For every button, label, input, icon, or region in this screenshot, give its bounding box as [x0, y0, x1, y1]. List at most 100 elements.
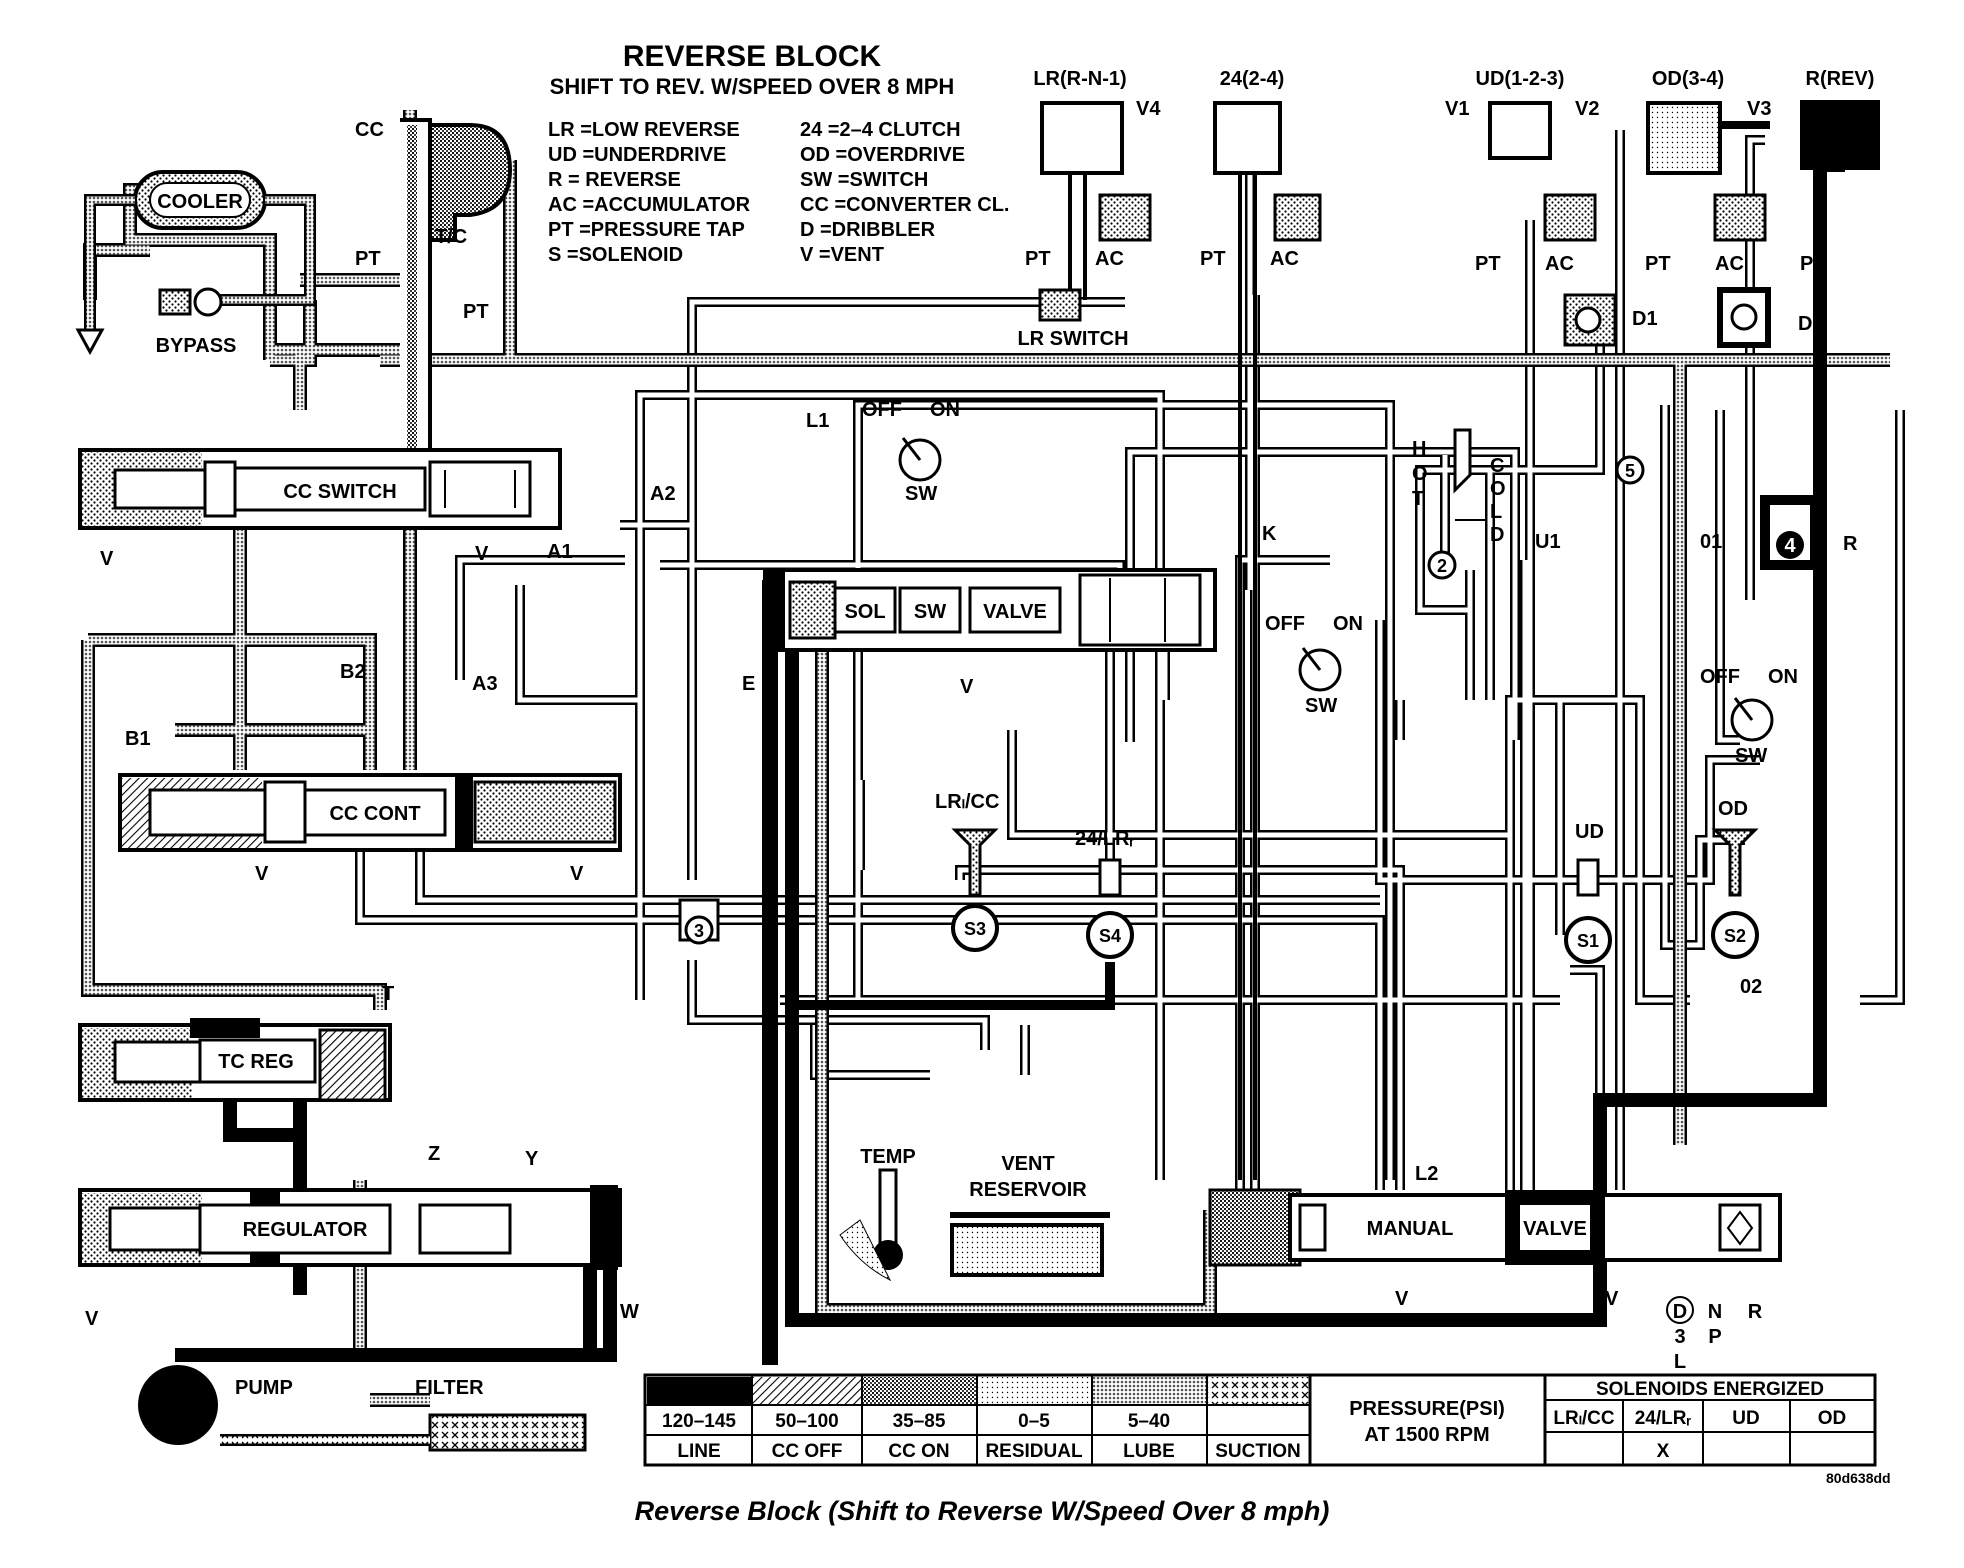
- sw3-off-label: OFF: [1700, 666, 1740, 688]
- clutch-ud-label: UD(1-2-3): [1476, 68, 1565, 90]
- sw3-on-label: ON: [1768, 666, 1798, 688]
- lr-switch-label: LR SWITCH: [1017, 328, 1128, 350]
- vent-label: V: [85, 1308, 99, 1330]
- legend-range-line: 120–145: [662, 1411, 736, 1432]
- table-header-24-lr: 24/LRᵣ: [1635, 1408, 1692, 1429]
- sw1-off-label: OFF: [862, 399, 902, 421]
- manual-label: MANUAL: [1367, 1218, 1454, 1240]
- legend-name-lube: LUBE: [1123, 1441, 1175, 1462]
- manual-valve-label: VALVE: [1523, 1218, 1587, 1240]
- clutch-rev: R(REV) PT D2 4 R: [1717, 68, 1880, 570]
- hot-o: O: [1412, 463, 1428, 485]
- legend-pressure-title-1: PRESSURE(PSI): [1349, 1398, 1505, 1420]
- clutch-lr-label: LR(R-N-1): [1033, 68, 1126, 90]
- ac-lr-label: AC: [1095, 248, 1124, 270]
- thermal-valve: H O T C O L D 2 5: [1412, 428, 1645, 580]
- clutch-od-label: OD(3-4): [1652, 68, 1724, 90]
- clutch-24: 24(2-4) PT AC K: [1200, 68, 1322, 1180]
- abbrev-s: S =SOLENOID: [548, 244, 683, 266]
- table-header-ud: UD: [1732, 1408, 1759, 1429]
- gear-p: P: [1708, 1326, 1721, 1348]
- drain-arrow-icon: [75, 328, 105, 356]
- torque-converter: CC T/C PT PT: [355, 118, 513, 482]
- tc-reg-label: TC REG: [218, 1051, 294, 1073]
- figure-caption: Reverse Block (Shift to Reverse W/Speed …: [634, 1496, 1330, 1526]
- hydraulic-schematic: REVERSE BLOCK SHIFT TO REV. W/SPEED OVER…: [75, 40, 1905, 1467]
- z-label: Z: [428, 1143, 440, 1165]
- o1-label: 01: [1700, 531, 1722, 553]
- cold-l: L: [1490, 501, 1502, 523]
- gear-l: L: [1674, 1351, 1686, 1373]
- w-label: W: [620, 1301, 639, 1323]
- solenoid-switch-valve: SOL SW VALVE E V: [742, 568, 1217, 698]
- gear-r: R: [1748, 1301, 1763, 1323]
- ac-od-label: AC: [1715, 253, 1744, 275]
- d1-label: D1: [1632, 308, 1658, 330]
- e-label: E: [742, 673, 755, 695]
- od-sol-label: OD: [1718, 798, 1748, 820]
- dribbler-d1: [1563, 293, 1617, 347]
- legend-name-residual: RESIDUAL: [985, 1441, 1083, 1462]
- tc-regulator-valve: TC REG T: [78, 983, 394, 1102]
- pump: [138, 1365, 218, 1445]
- table-title: SOLENOIDS ENERGIZED: [1596, 1379, 1824, 1400]
- abbreviations-key: LR =LOW REVERSE UD =UNDERDRIVE R = REVER…: [548, 119, 1009, 266]
- gear-d: D: [1673, 1301, 1687, 1323]
- v4-label: V4: [1136, 98, 1161, 120]
- bypass-valve: [158, 288, 192, 316]
- abbrev-24: 24 =2–4 CLUTCH: [800, 119, 961, 141]
- cold-c: C: [1490, 455, 1504, 477]
- residual-passages: [355, 125, 1905, 1235]
- table-header-od: OD: [1818, 1408, 1847, 1429]
- gear-3: 3: [1674, 1326, 1685, 1348]
- diagram-title: REVERSE BLOCK: [623, 40, 882, 73]
- filter: [428, 1413, 587, 1452]
- pump-label: PUMP: [235, 1377, 293, 1399]
- vent-label: V: [1605, 1288, 1619, 1310]
- v3-label: V3: [1747, 98, 1771, 120]
- pressure-legend: 120–145 50–100 35–85 0–5 5–40 LINE CC OF…: [643, 1373, 1547, 1467]
- legend-name-cc-off: CC OFF: [772, 1441, 843, 1462]
- sw3-label: SW: [1735, 745, 1767, 767]
- sw-valve-label: SW: [914, 601, 946, 623]
- legend-name-cc-on: CC ON: [888, 1441, 949, 1462]
- vent-label: V: [100, 548, 114, 570]
- bypass-label: BYPASS: [156, 335, 237, 357]
- solenoid-s2: [1711, 911, 1759, 959]
- legend-range-cc-on: 35–85: [893, 1411, 946, 1432]
- tc-label: T/C: [435, 226, 467, 248]
- abbrev-r: R = REVERSE: [548, 169, 681, 191]
- b2-label: B2: [340, 661, 366, 683]
- check-3-label: 3: [694, 921, 704, 941]
- clutch-ud: UD(1-2-3) V1 V2 PT AC D1 U1: [1445, 68, 1658, 553]
- diagram-subtitle: SHIFT TO REV. W/SPEED OVER 8 MPH: [550, 74, 955, 99]
- pt-tc-label: PT: [463, 301, 489, 323]
- filter-label: FILTER: [415, 1377, 484, 1399]
- check-2-label: 2: [1437, 556, 1447, 576]
- bypass-ball-icon: [193, 287, 223, 317]
- solenoid-s4: [1086, 911, 1134, 959]
- cc-control-valve: CC CONT B1 B2 A2 A3 V V: [118, 483, 676, 885]
- legend-name-line: LINE: [677, 1441, 720, 1462]
- sw2-on-label: ON: [1333, 613, 1363, 635]
- solenoids: LRₗ/CC S3 24/LRᵣ S4 UD S1 OD S2 02 3: [678, 791, 1762, 998]
- pt-od-label: PT: [1645, 253, 1671, 275]
- d2-label: D2: [1798, 313, 1824, 335]
- s3-label: S3: [964, 919, 986, 939]
- cc-label: CC: [355, 119, 384, 141]
- vent-label: V: [570, 863, 584, 885]
- abbrev-v: V =VENT: [800, 244, 884, 266]
- pressure-regulator-valve: REGULATOR Z Y W V: [78, 1143, 639, 1330]
- vent-reservoir-vent-label: VENT: [1001, 1153, 1054, 1175]
- abbrev-pt: PT =PRESSURE TAP: [548, 219, 745, 241]
- table-mark-24-lr: X: [1657, 1441, 1670, 1462]
- sw1-label: SW: [905, 483, 937, 505]
- s4-label: S4: [1099, 926, 1121, 946]
- solenoid-s3: [951, 904, 999, 952]
- pt-lr-label: PT: [1025, 248, 1051, 270]
- clutch-od: OD(3-4) V3 PT AC 01: [1645, 68, 1771, 553]
- clutch-24-label: 24(2-4): [1220, 68, 1284, 90]
- ud-sol-label: UD: [1575, 821, 1604, 843]
- solenoids-energized-table: SOLENOIDS ENERGIZED LRₗ/CC 24/LRᵣ UD OD …: [1543, 1373, 1877, 1467]
- cooler-label: COOLER: [157, 191, 243, 213]
